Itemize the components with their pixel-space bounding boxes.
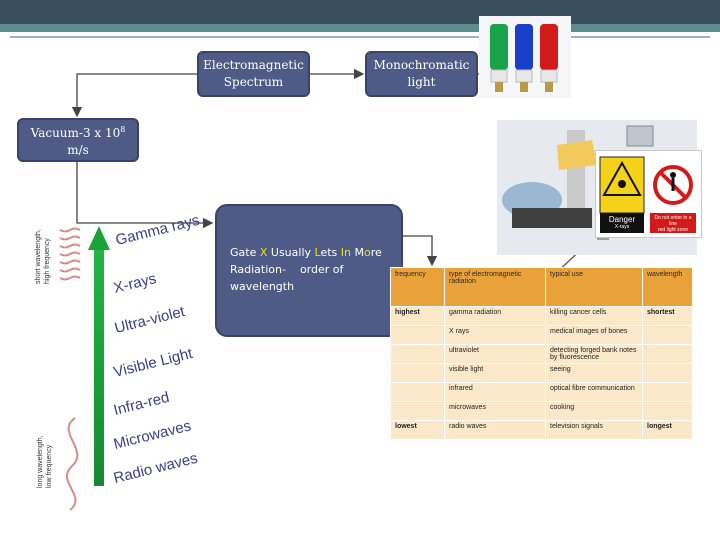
mnemonic-fragment: o [363, 246, 371, 259]
header-frequency: frequency [390, 267, 445, 307]
table-cell: highest [390, 306, 445, 326]
mnemonic-line1: Gate X Usually Lets In More [230, 246, 382, 259]
short-wavelength-label: short wavelength,high frequency [35, 229, 51, 284]
header-use: typical use [545, 267, 643, 307]
header-type: type of electromagnetic radiation [444, 267, 546, 307]
mnemonic-fragment: Gate [230, 246, 260, 259]
xrays-caption: X-rays [614, 224, 630, 230]
mnemonic-text: Gate X Usually Lets In More Radiation- o… [230, 244, 393, 295]
table-cell: X rays [444, 325, 546, 345]
table-cell: lowest [390, 420, 445, 440]
table-cell: killing cancer cells [545, 306, 643, 326]
em-to-vacuum-arrow [71, 73, 197, 118]
table-cell: radio waves [444, 420, 546, 440]
monochromatic-light-box: Monochromatic light [365, 51, 478, 97]
mono-line1: Monochromatic [373, 58, 470, 72]
header-divider [10, 36, 710, 38]
mnemonic-line3: wavelength [230, 280, 295, 293]
colored-lamps-image [479, 16, 571, 98]
slide-header-accent [0, 24, 720, 32]
lamps-icon [490, 24, 558, 92]
spectrum-green-arrow-head [88, 226, 110, 250]
table-cell: ultraviolet [444, 344, 546, 364]
table-cell: seeing [545, 363, 643, 383]
short-wave-icon [59, 227, 81, 281]
vacuum-unit: m/s [67, 143, 89, 157]
table-cell [390, 382, 445, 402]
mono-line2: light [407, 75, 436, 89]
table-cell: optical fibre communication [545, 382, 643, 402]
long-wavelength-label: long wavelength,low frequency [37, 435, 53, 488]
em-line1: Electromagnetic [203, 58, 304, 72]
spectrum-green-arrow-shaft [94, 248, 104, 486]
vacuum-speed-box: Vacuum-3 x 108 m/s [17, 118, 139, 162]
table-cell [642, 325, 693, 345]
vacuum-value: 3 x 10 [82, 126, 121, 140]
table-cell: infrared [444, 382, 546, 402]
table-cell [642, 401, 693, 421]
table-cell: cooking [545, 401, 643, 421]
mnemonic-fragment: ets [320, 246, 341, 259]
mnemonic-fragment: In [340, 246, 351, 259]
table-header-row: frequency type of electromagnetic radiat… [390, 267, 693, 307]
table-cell [642, 344, 693, 364]
table-cell [642, 363, 693, 383]
mnemonic-fragment: M [350, 246, 364, 259]
mnemonic-line2: Radiation- order of [230, 263, 344, 276]
table-cell: shortest [642, 306, 693, 326]
em-line2: Spectrum [223, 75, 284, 89]
table-cell: detecting forged bank notes by fluoresce… [545, 344, 643, 364]
header-wavelength: wavelength [642, 267, 693, 307]
table-cell: longest [642, 420, 693, 440]
mnemonic-fragment: L [314, 246, 321, 259]
mnemonic-box: Gate X Usually Lets In More Radiation- o… [215, 204, 403, 337]
slide-header-bar [0, 0, 720, 24]
table-cell [642, 382, 693, 402]
danger-caption: Danger [608, 215, 636, 224]
table-cell: gamma radiation [444, 306, 546, 326]
table-cell [390, 344, 445, 364]
mnemonic-fragment: re [370, 246, 382, 259]
long-wave-icon [65, 417, 79, 511]
table-cell: medical images of bones [545, 325, 643, 345]
gate-to-table-arrow [403, 235, 438, 267]
vacuum-exponent: 8 [120, 125, 126, 134]
vacuum-to-gate-arrow [76, 162, 214, 229]
table-cell [390, 363, 445, 383]
mnemonic-fragment: Usually [267, 246, 315, 259]
table-cell [390, 401, 445, 421]
table-cell: microwaves [444, 401, 546, 421]
em-spectrum-table: frequency type of electromagnetic radiat… [390, 267, 693, 440]
table-cell: television signals [545, 420, 643, 440]
vacuum-prefix: Vacuum- [30, 126, 83, 140]
table-cell [390, 325, 445, 345]
mnemonic-fragment: X [259, 246, 268, 259]
table-cell: visible light [444, 363, 546, 383]
warning-signs-icon [599, 156, 696, 233]
